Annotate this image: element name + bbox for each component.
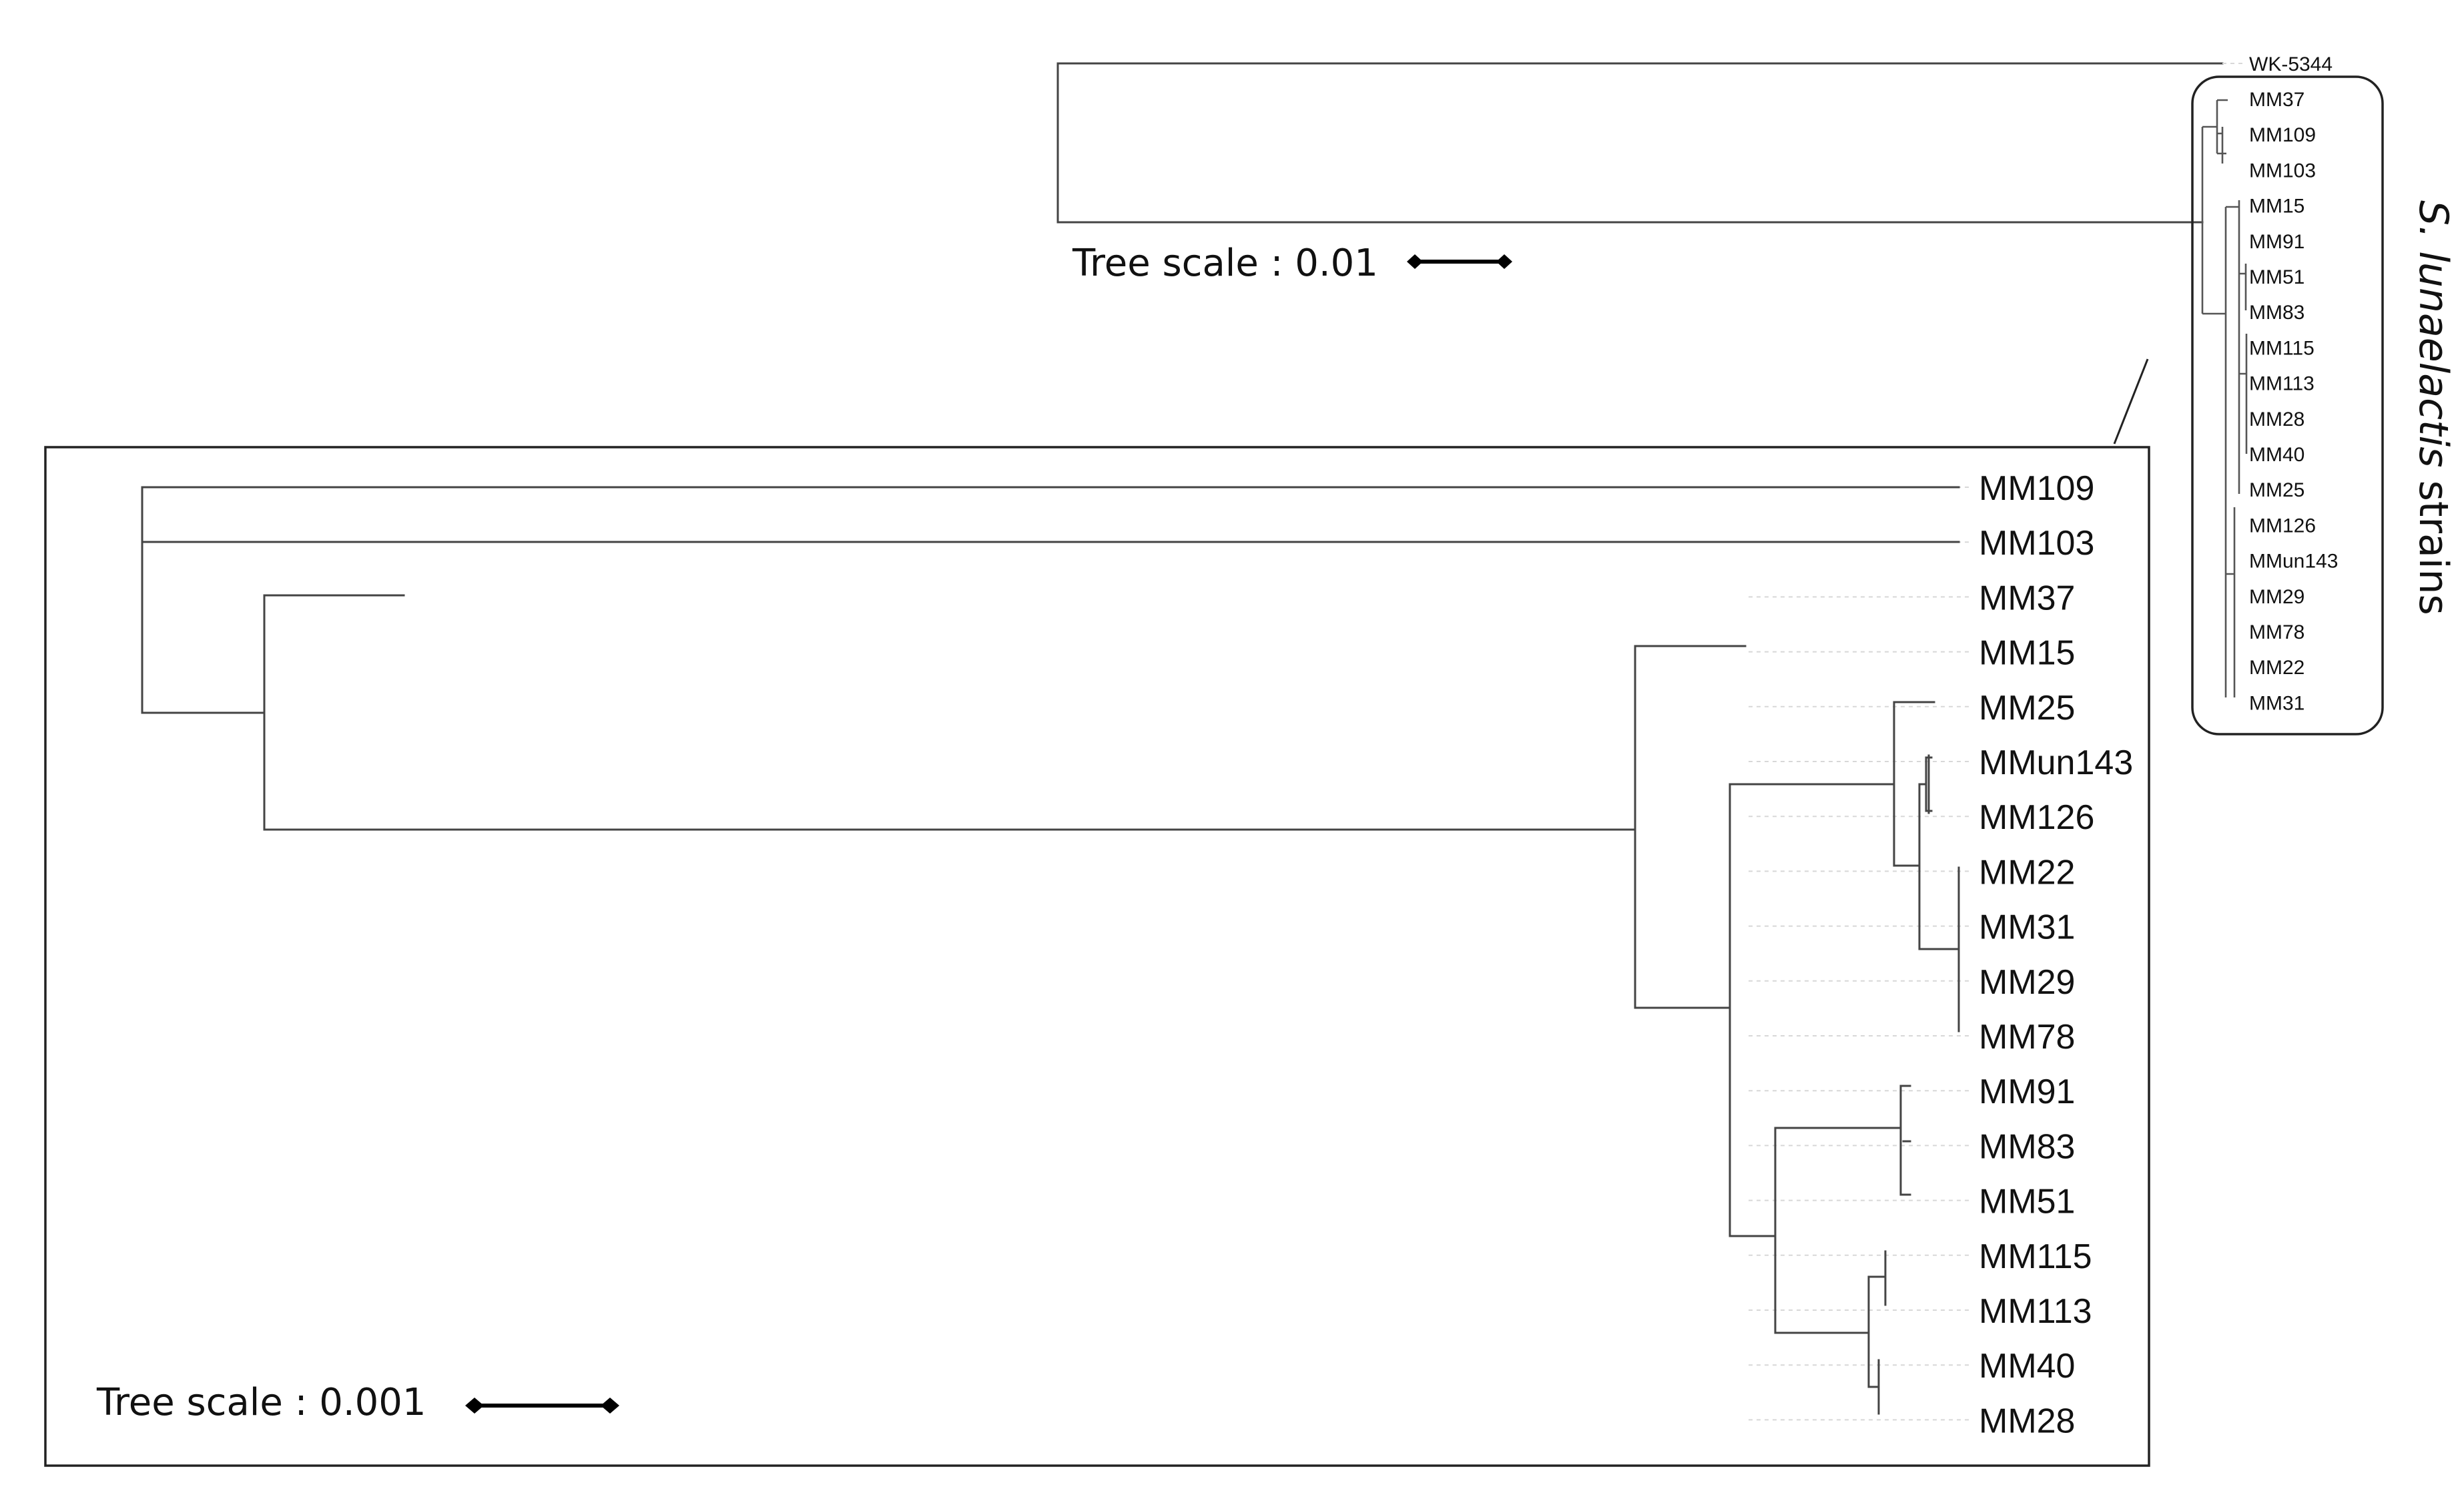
detail-leaf-label: MM78: [1979, 1018, 2075, 1057]
overview-leaf-label: MM115: [2249, 337, 2315, 359]
species-name: S. lunaelactis: [2410, 200, 2457, 468]
overview-leaf-label: MM51: [2249, 266, 2304, 288]
detail-leaf-label: MMun143: [1979, 743, 2133, 782]
overview-leaf-label: MM29: [2249, 586, 2304, 608]
overview-scale-label: Tree scale : 0.01: [1072, 242, 1378, 285]
detail-leaf-label: MM51: [1979, 1183, 2075, 1221]
species-suffix: strains: [2410, 468, 2457, 615]
detail-leaf-label: MM91: [1979, 1073, 2075, 1111]
overview-leaf-label: MM126: [2249, 515, 2316, 537]
overview-leaf-label: MM113: [2249, 373, 2315, 395]
detail-scale-label: Tree scale : 0.001: [96, 1381, 426, 1424]
detail-tree-frame: [44, 446, 2150, 1467]
detail-leaf-label: MM40: [1979, 1347, 2075, 1386]
detail-branch-22-78: [1918, 866, 1960, 1032]
overview-leaf-label: MM31: [2249, 692, 2304, 714]
detail-scale-bar: [465, 1398, 619, 1414]
species-group-label: S. lunaelactis strains: [2410, 200, 2457, 615]
overview-clade-a: [2202, 99, 2228, 164]
detail-leaf-label: MM15: [1979, 634, 2075, 673]
detail-leaf-label: MM126: [1979, 798, 2094, 837]
detail-leader-lines: [1749, 487, 1971, 1421]
detail-branch-91-51: [1774, 1085, 1911, 1196]
overview-leaf-label: MMun143: [2249, 551, 2338, 573]
detail-leaf-label: MM103: [1979, 524, 2094, 563]
detail-leaf-label: MM83: [1979, 1127, 2075, 1166]
detail-leaf-label: MM113: [1979, 1292, 2092, 1331]
overview-clade-b: [2202, 200, 2248, 697]
detail-leaf-label: MM29: [1979, 963, 2075, 1002]
detail-leaf-label: MM25: [1979, 689, 2075, 727]
overview-leaf-label: MM37: [2249, 89, 2304, 111]
overview-leaf-label-wk5344: WK-5344: [2249, 53, 2333, 75]
overview-tree: WK-5344 MM37MM109MM103MM15MM91MM51MM83MM…: [1056, 53, 2457, 735]
detail-branch-un143-126: [1918, 754, 1933, 814]
detail-leaf-label: MM31: [1979, 908, 2075, 947]
detail-leaf-label: MM109: [1979, 469, 2094, 508]
overview-leaf-label: MM25: [2249, 479, 2304, 501]
zoom-callout-line: [2113, 358, 2149, 444]
overview-leaf-label: MM28: [2249, 408, 2304, 430]
overview-leaf-label: MM109: [2249, 124, 2316, 146]
overview-leaf-label: MM78: [2249, 621, 2304, 643]
overview-leaf-label: MM83: [2249, 302, 2304, 324]
overview-leaf-label: MM91: [2249, 231, 2304, 253]
detail-branch-115-28: [1774, 1250, 1887, 1415]
overview-leaf-label: MM15: [2249, 196, 2304, 218]
detail-leaf-labels: MM109MM103MM37MM15MM25MMun143MM126MM22MM…: [1979, 469, 2133, 1440]
overview-leaf-label: MM103: [2249, 160, 2316, 182]
detail-tree: MM109MM103MM37MM15MM25MMun143MM126MM22MM…: [96, 469, 2133, 1440]
overview-leaf-labels: MM37MM109MM103MM15MM91MM51MM83MM115MM113…: [2249, 89, 2338, 714]
overview-leaf-label: MM22: [2249, 657, 2304, 679]
detail-leaf-label: MM115: [1979, 1237, 2092, 1276]
detail-leaf-label: MM22: [1979, 853, 2075, 892]
overview-scale-bar: [1407, 254, 1512, 269]
overview-leaf-label: MM40: [2249, 444, 2304, 466]
detail-leaf-label: MM28: [1979, 1402, 2075, 1440]
detail-leaf-label: MM37: [1979, 579, 2075, 617]
ingroup-highlight-box: [2191, 75, 2384, 735]
